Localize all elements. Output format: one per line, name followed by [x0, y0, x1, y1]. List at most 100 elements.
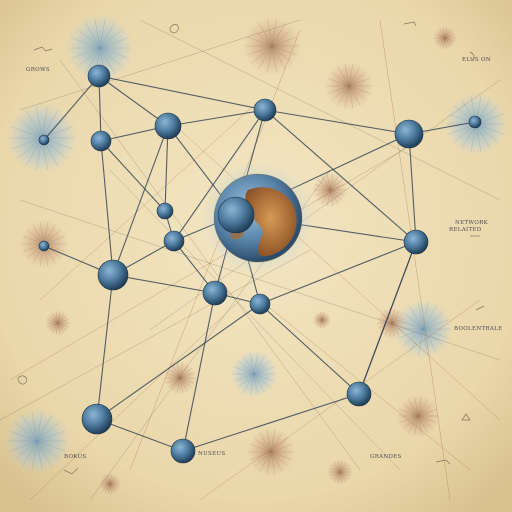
- halo-fiber: [84, 47, 101, 75]
- halo-fiber: [314, 319, 323, 323]
- halo-fiber: [270, 451, 283, 472]
- halo-fiber: [337, 460, 341, 473]
- network-node: [81, 403, 113, 435]
- halo-fiber: [444, 27, 448, 39]
- network-link: [264, 109, 417, 243]
- halo-fiber: [327, 174, 331, 191]
- halo-fiber: [321, 312, 327, 321]
- background-strand: [9, 139, 421, 381]
- halo-fiber: [417, 396, 422, 417]
- label-bottom-right: GRANDES: [370, 454, 402, 460]
- halo-fiber: [57, 312, 65, 324]
- halo-fiber: [378, 317, 393, 324]
- halo-fiber: [11, 137, 43, 150]
- halo-fiber: [417, 409, 437, 417]
- halo-fiber: [57, 322, 61, 335]
- halo-fiber: [271, 45, 293, 64]
- network-link: [98, 75, 266, 111]
- halo-fiber: [36, 430, 65, 442]
- halo-fiber: [444, 37, 456, 42]
- halo-fiber: [317, 312, 323, 321]
- halo-fiber: [102, 477, 111, 485]
- halo-fiber: [109, 480, 120, 485]
- halo-fiber: [270, 429, 276, 453]
- halo-fiber: [267, 19, 273, 47]
- halo-fiber: [442, 37, 446, 49]
- network-link: [259, 241, 417, 305]
- halo-fiber: [339, 464, 350, 473]
- halo-fiber: [32, 224, 45, 245]
- halo-fiber: [337, 471, 341, 484]
- halo-fiber: [179, 368, 192, 379]
- halo-fiber: [399, 409, 419, 417]
- halo-fiber: [417, 415, 434, 429]
- halo-fiber: [237, 359, 255, 375]
- background-strand: [379, 19, 451, 501]
- halo-fiber: [348, 85, 367, 101]
- halo-fiber: [179, 372, 195, 379]
- halo-fiber: [109, 475, 116, 485]
- halo-fiber: [329, 179, 343, 191]
- halo-fiber: [348, 71, 367, 87]
- network-nodes: [38, 64, 482, 464]
- halo-fiber: [71, 37, 101, 49]
- network-link: [96, 303, 261, 420]
- halo-fiber: [436, 30, 446, 39]
- halo-fiber: [48, 322, 59, 331]
- halo-fiber: [397, 328, 424, 339]
- halo-fiber: [99, 17, 106, 49]
- label-bottom-left: BOKUS: [64, 454, 86, 460]
- sketch-marks: [17, 21, 485, 475]
- network-node: [38, 240, 50, 252]
- halo-fiber: [55, 322, 59, 335]
- network-node: [170, 438, 196, 464]
- halo-fiber: [253, 451, 272, 467]
- halo-fiber: [475, 123, 491, 150]
- halo-fiber: [321, 311, 324, 321]
- halo-fiber: [271, 28, 293, 47]
- halo-fiber: [321, 319, 330, 323]
- halo-fiber: [55, 311, 59, 324]
- halo-fiber: [31, 411, 38, 442]
- halo-fiber: [177, 377, 181, 394]
- network-node: [253, 98, 277, 122]
- halo-fiber: [108, 474, 111, 485]
- halo-fiber: [417, 403, 434, 417]
- halo-fiber: [317, 319, 323, 328]
- halo-fiber: [314, 184, 331, 191]
- halo-fiber: [258, 22, 273, 47]
- halo-fiber: [444, 37, 448, 49]
- halo-fiber: [259, 451, 272, 472]
- halo-fiber: [414, 396, 419, 417]
- network-link: [182, 292, 216, 452]
- halo-fiber: [168, 377, 181, 388]
- halo-fiber: [461, 123, 477, 150]
- halo-fiber: [25, 137, 43, 167]
- network-node: [403, 229, 429, 255]
- network-node: [217, 196, 255, 234]
- halo-fiber: [104, 483, 111, 493]
- halo-fiber: [270, 432, 283, 453]
- halo-fiber: [41, 106, 48, 139]
- halo-fiber: [76, 47, 101, 68]
- halo-fiber: [339, 461, 347, 473]
- halo-fiber: [31, 440, 38, 471]
- halo-fiber: [270, 437, 289, 453]
- halo-fiber: [177, 362, 181, 379]
- halo-fiber: [11, 126, 43, 139]
- halo-fiber: [36, 415, 53, 442]
- halo-fiber: [266, 451, 272, 475]
- halo-fiber: [258, 45, 273, 70]
- halo-fiber: [36, 440, 65, 452]
- halo-fiber: [444, 30, 454, 39]
- halo-fiber: [436, 37, 446, 46]
- halo-fiber: [172, 364, 181, 379]
- halo-fiber: [21, 440, 38, 467]
- halo-fiber: [109, 483, 116, 493]
- halo-fiber: [250, 373, 255, 396]
- halo-fiber: [321, 189, 331, 205]
- network-link: [164, 125, 169, 212]
- network-link: [259, 303, 360, 395]
- halo-fiber: [76, 28, 101, 49]
- halo-fiber: [442, 27, 446, 39]
